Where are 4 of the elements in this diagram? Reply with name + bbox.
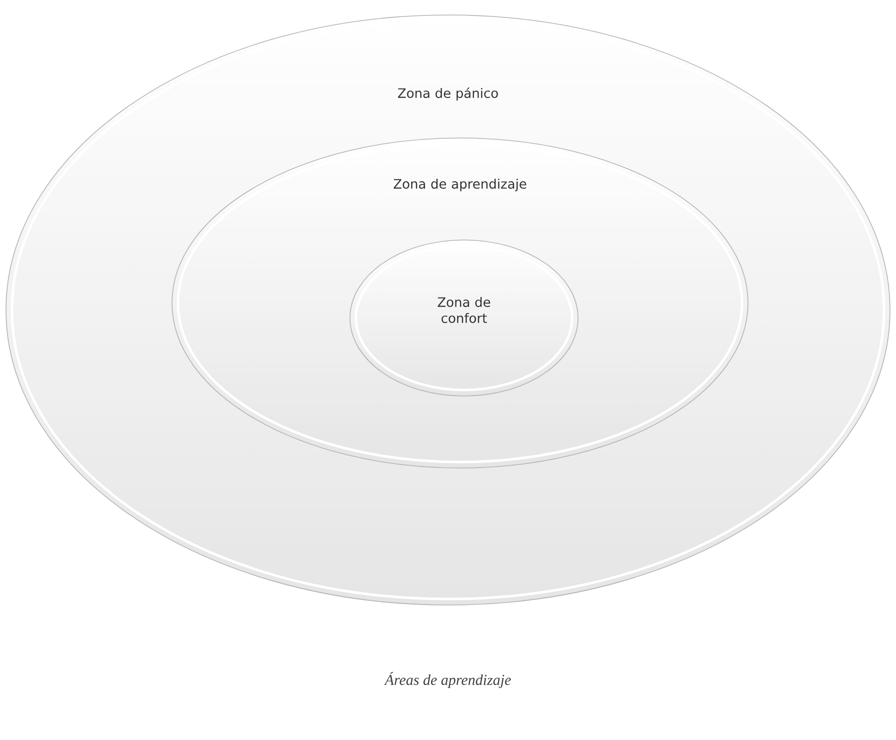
zone-label: Zona de confort	[438, 296, 490, 324]
zone-label: Zona de aprendizaje	[394, 178, 526, 192]
caption: Áreas de aprendizaje	[384, 672, 511, 688]
zone-label: Zona de pánico	[398, 87, 498, 101]
